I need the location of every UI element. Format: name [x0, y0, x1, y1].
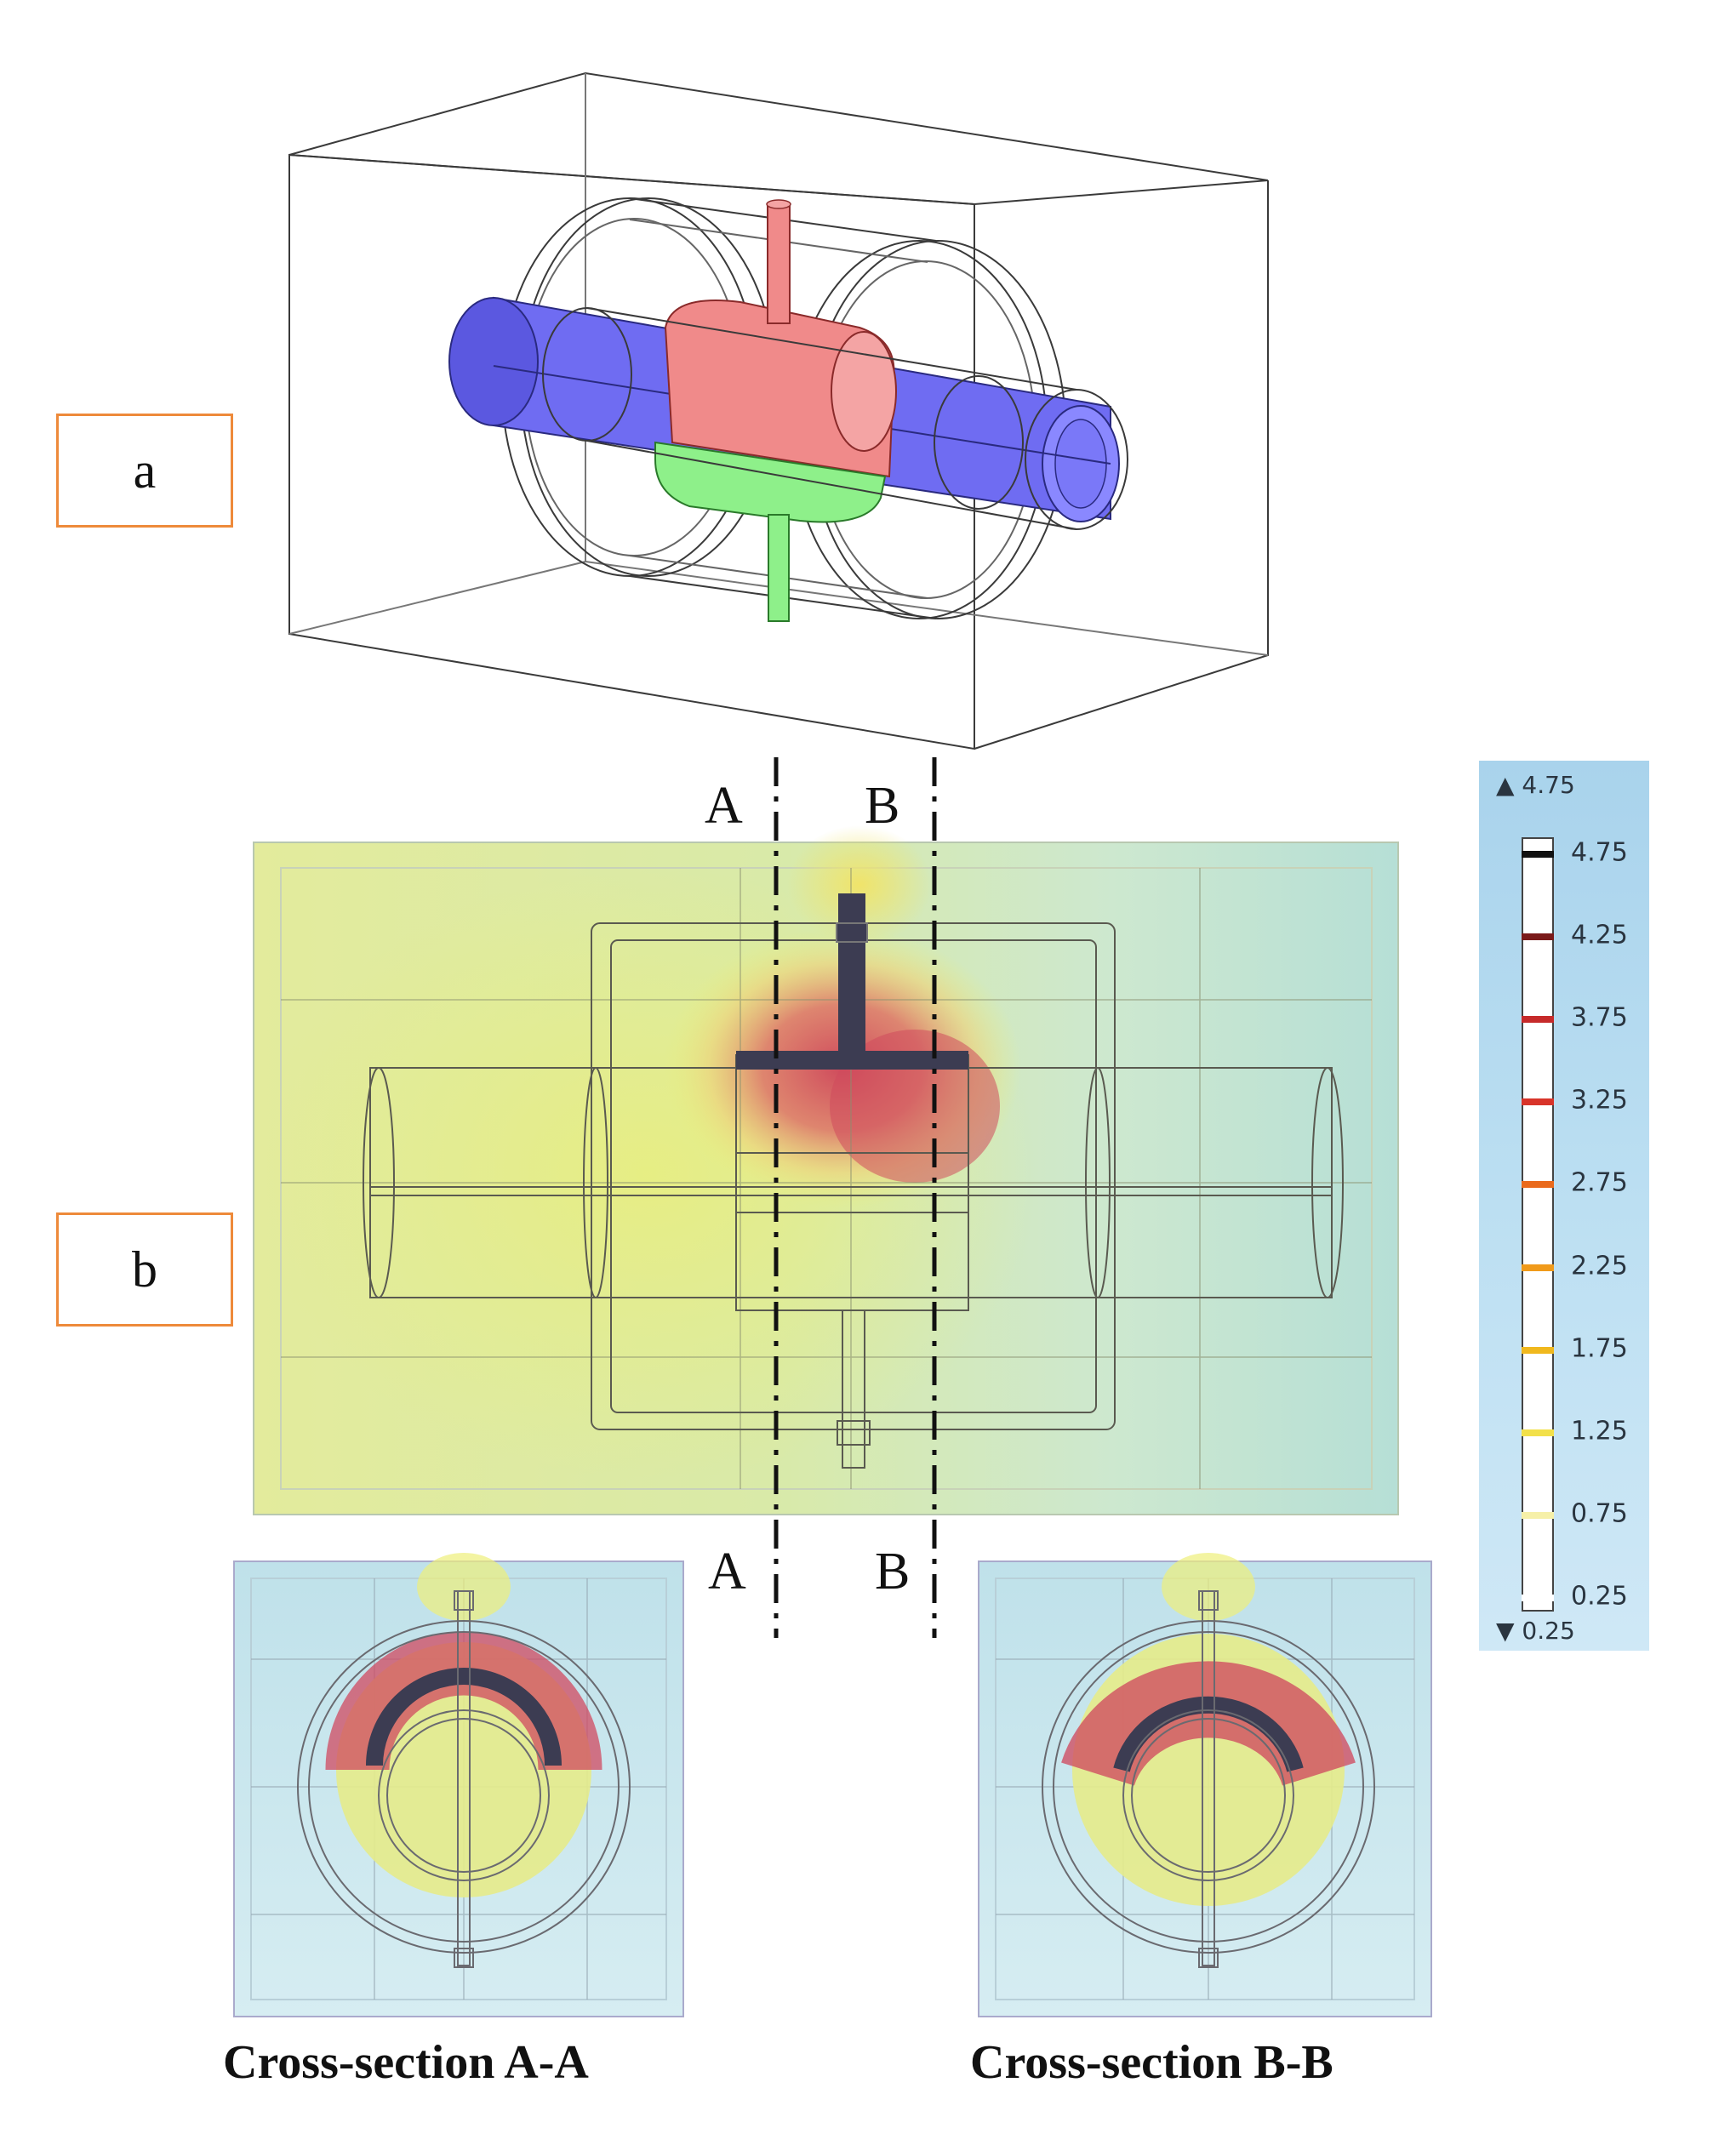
- cross-section-a: [233, 1553, 684, 2017]
- section-mark-top-b: B: [865, 777, 900, 835]
- legend-tick-label: 1.75: [1571, 1333, 1628, 1364]
- legend-tick-label: 0.25: [1571, 1581, 1628, 1612]
- legend-tick-mark: [1522, 1511, 1554, 1519]
- panel-label-a: a: [56, 414, 233, 528]
- green-electrode: [654, 441, 887, 622]
- panel-label-b: b: [56, 1212, 233, 1327]
- legend-tick-label: 2.75: [1571, 1167, 1628, 1198]
- top-electrode-dark: [736, 893, 968, 1070]
- section-mark-bottom-b: B: [875, 1543, 911, 1600]
- cross-section-b: [978, 1553, 1432, 2017]
- legend-min-label: ▼ 0.25: [1496, 1617, 1575, 1645]
- legend-tick-mark: [1522, 1098, 1554, 1106]
- legend-tick-label: 4.25: [1571, 920, 1628, 950]
- legend-max-label: ▲ 4.75: [1496, 771, 1575, 799]
- legend-tick-mark: [1522, 1016, 1554, 1024]
- legend-tick-label: 3.25: [1571, 1085, 1628, 1115]
- legend-tick-mark: [1522, 851, 1554, 858]
- legend-tick-label: 4.75: [1571, 837, 1628, 868]
- section-mark-top-a: A: [705, 777, 743, 835]
- legend-tick-label: 0.75: [1571, 1498, 1628, 1529]
- legend-bar: [1522, 837, 1554, 1612]
- legend-tick-mark: [1522, 1346, 1554, 1354]
- legend-tick-mark: [1522, 933, 1554, 941]
- front-wireframe: [542, 307, 1128, 530]
- legend-tick-mark: [1522, 1429, 1554, 1436]
- color-legend: ▲ 4.75 4.75 4.25 3.75 3.25 2.75 2.25 1.75 1.25 0…: [1479, 761, 1649, 1651]
- section-lines: [774, 757, 937, 1638]
- legend-tick-label: 1.25: [1571, 1416, 1628, 1446]
- caption-cross-section-a: Cross-section A-A: [223, 2036, 589, 2089]
- box-back-outline: [288, 71, 1269, 206]
- legend-tick-mark: [1522, 1264, 1554, 1271]
- caption-cross-section-b: Cross-section B-B: [970, 2036, 1333, 2089]
- legend-tick-label: 3.75: [1571, 1002, 1628, 1033]
- section-mark-bottom-a: A: [708, 1543, 746, 1600]
- legend-tick-mark: [1522, 1595, 1554, 1601]
- legend-tick-mark: [1522, 1181, 1554, 1189]
- red-electrode: [664, 199, 897, 478]
- panel-b-field-map: [253, 757, 1399, 1638]
- legend-tick-label: 2.25: [1571, 1251, 1628, 1281]
